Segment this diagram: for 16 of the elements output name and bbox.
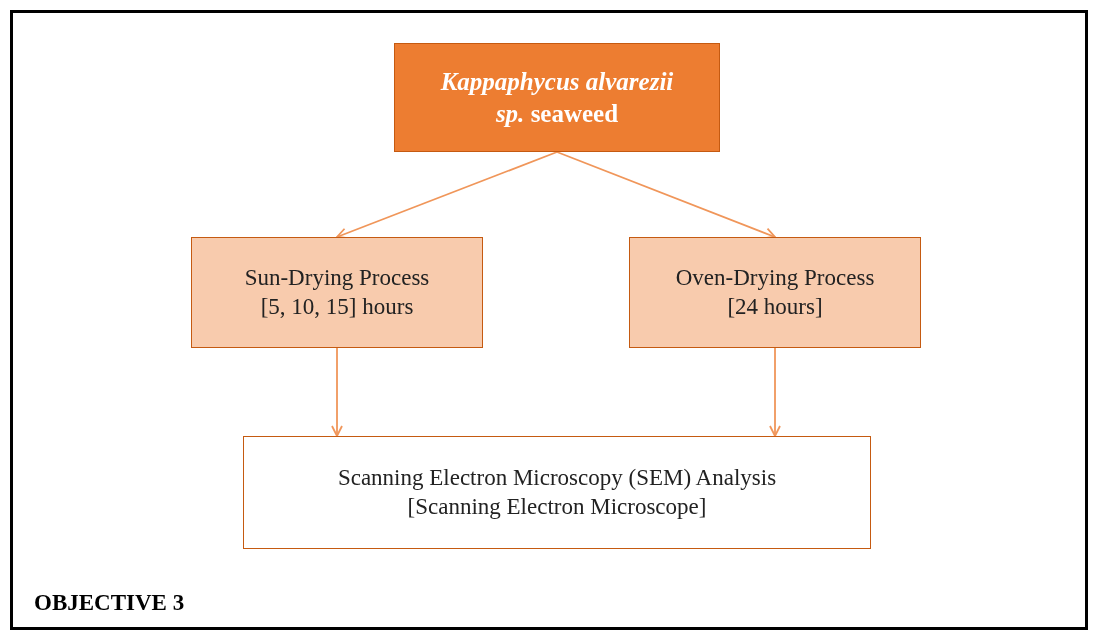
arrow xyxy=(769,347,781,437)
process-box xyxy=(191,237,483,348)
analysis-box xyxy=(243,436,871,549)
process-box xyxy=(629,237,921,348)
box-text: [Scanning Electron Microscope] xyxy=(407,492,707,521)
box-text: [5, 10, 15] hours xyxy=(260,292,414,321)
box-text: Sun-Drying Process xyxy=(244,263,430,292)
section-heading: OBJECTIVE 3 xyxy=(34,590,185,616)
source-box xyxy=(394,43,720,152)
box-text: Scanning Electron Microscopy (SEM) Analysis xyxy=(337,463,777,492)
arrow xyxy=(331,347,343,437)
box-text: Kappaphycus alvarezii sp. seaweed xyxy=(439,67,675,129)
box-text: [24 hours] xyxy=(727,292,823,321)
arrow xyxy=(556,151,776,239)
box-text: Oven-Drying Process xyxy=(675,263,875,292)
arrow xyxy=(336,151,558,239)
